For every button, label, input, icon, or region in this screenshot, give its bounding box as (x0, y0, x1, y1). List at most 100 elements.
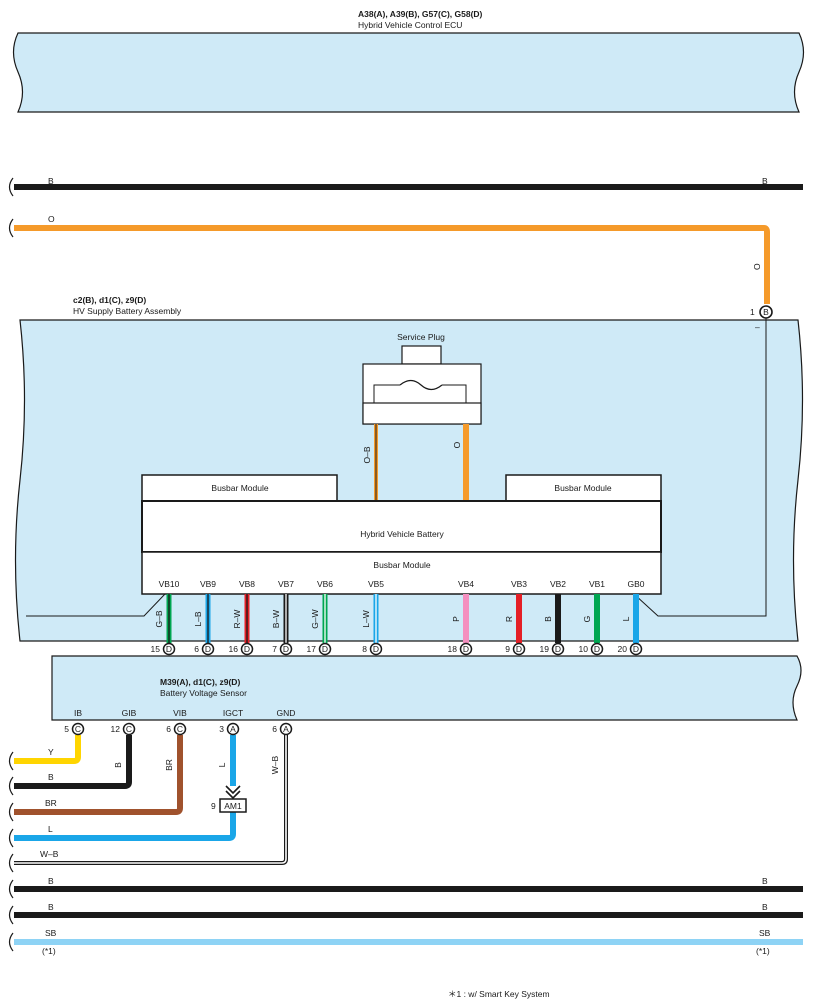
battery-pin-letter: B (763, 307, 769, 317)
terminal-top-label: GB0 (627, 579, 644, 589)
battery-assembly-connectors: c2(B), d1(C), z9(D) (73, 295, 146, 305)
bottom-b-wire-1 (8, 879, 803, 899)
terminal-wire-label: L (621, 616, 631, 621)
busbar-module-left (141, 474, 338, 502)
terminal-pin-number: 9 (505, 644, 510, 654)
terminal-top-label: VB2 (550, 579, 566, 589)
terminal-connector-circle (551, 642, 565, 656)
service-plug (362, 345, 482, 425)
terminal-pin-number: 17 (307, 644, 317, 654)
terminal-pin-number: 7 (272, 644, 277, 654)
terminal-top-label: VB6 (317, 579, 333, 589)
busbar-module-bottom (141, 551, 662, 595)
terminal-connector-letter: D (633, 644, 639, 654)
battery-assembly-name: HV Supply Battery Assembly (73, 306, 182, 316)
bottom-b1-label-right: B (762, 876, 768, 886)
sensor-connector-letter: C (177, 724, 183, 734)
sensor-pin-label: VIB (173, 708, 187, 718)
terminal-wire-label: G–B (154, 610, 164, 627)
negative-return-line (26, 318, 767, 617)
sensor-connector-circle (173, 722, 187, 736)
terminal-wire-label: G (582, 616, 592, 623)
terminal-connector-circle (369, 642, 383, 656)
bottom-note-left: (*1) (42, 946, 56, 956)
terminal-wire-label: P (451, 616, 461, 622)
sensor-connector-letter: A (230, 724, 236, 734)
sensor-wire-label: W–B (270, 755, 280, 774)
service-plug-label: Service Plug (397, 332, 445, 342)
sensor-wire-label: BR (164, 759, 174, 771)
terminal-connector-letter: D (244, 644, 250, 654)
terminal-connector-letter: D (516, 644, 522, 654)
terminal-wire-label: G–W (310, 609, 320, 628)
terminal-top-label: VB4 (458, 579, 474, 589)
top-o-label-vertical: O (752, 263, 762, 270)
top-o-label-left: O (48, 214, 55, 224)
relay-name: AM1 (224, 801, 242, 811)
sensor-name: Battery Voltage Sensor (160, 688, 247, 698)
terminal-connector-circle (512, 642, 526, 656)
sensor-connector-circle (226, 722, 240, 736)
terminal-wire-label: L–W (361, 610, 371, 627)
terminal-connector-letter: D (594, 644, 600, 654)
terminal-pin-number: 20 (618, 644, 628, 654)
terminal-connector-letter: D (555, 644, 561, 654)
sensor-connectors: M39(A), d1(C), z9(D) (160, 677, 240, 687)
bottom-b2-label-right: B (762, 902, 768, 912)
bottom-sb-label-left: SB (45, 928, 57, 938)
sensor-wire-label: B (113, 762, 123, 768)
terminal-connector-circle (162, 642, 176, 656)
sensor-connector-letter: C (126, 724, 132, 734)
terminal-pin-number: 8 (362, 644, 367, 654)
relay-arrow-icon (225, 785, 241, 800)
sensor-pin-number: 3 (219, 724, 224, 734)
terminal-pin-number: 16 (229, 644, 239, 654)
plug-wire-right-label: O (452, 441, 462, 448)
terminal-top-label: VB1 (589, 579, 605, 589)
terminal-connector-circle (318, 642, 332, 656)
hv-battery-label: Hybrid Vehicle Battery (360, 529, 444, 539)
terminal-connector-circle (240, 642, 254, 656)
sensor-connector-letter: C (75, 724, 81, 734)
sensor-pin-label: GND (277, 708, 296, 718)
left-wire-b-label: B (48, 772, 54, 782)
terminal-pin-number: 15 (151, 644, 161, 654)
terminal-connector-letter: D (463, 644, 469, 654)
terminal-top-label: VB9 (200, 579, 216, 589)
sensor-wire-label: L (217, 762, 227, 767)
ecu-connectors: A38(A), A39(B), G57(C), G58(D) (358, 9, 483, 19)
terminal-connector-letter: D (373, 644, 379, 654)
left-wire-wb-label: W–B (40, 849, 59, 859)
terminal-connector-letter: D (205, 644, 211, 654)
sensor-pin-number: 6 (166, 724, 171, 734)
wire-l-igct (8, 735, 236, 848)
sensor-pin-label: GIB (122, 708, 137, 718)
battery-pin-number: 1 (750, 307, 755, 317)
terminal-top-label: VB10 (159, 579, 180, 589)
terminal-top-label: VB8 (239, 579, 255, 589)
sensor-connector-circle (279, 722, 293, 736)
wire-wb (8, 735, 288, 873)
busbar-left-label: Busbar Module (211, 483, 268, 493)
sensor-connector-circle (71, 722, 85, 736)
terminal-pin-number: 19 (540, 644, 550, 654)
terminal-wire-label: B (543, 616, 553, 622)
busbar-bottom-label: Busbar Module (373, 560, 430, 570)
terminal-connector-circle (459, 642, 473, 656)
terminal-connector-circle (279, 642, 293, 656)
ecu-panel (12, 32, 805, 113)
terminal-connector-letter: D (166, 644, 172, 654)
bottom-b2-label-left: B (48, 902, 54, 912)
terminal-connector-circle (590, 642, 604, 656)
terminal-top-label: VB3 (511, 579, 527, 589)
left-wire-y-label: Y (48, 747, 54, 757)
sensor-pin-number: 5 (64, 724, 69, 734)
top-b-label-right: B (762, 176, 768, 186)
bottom-note-right: (*1) (756, 946, 770, 956)
